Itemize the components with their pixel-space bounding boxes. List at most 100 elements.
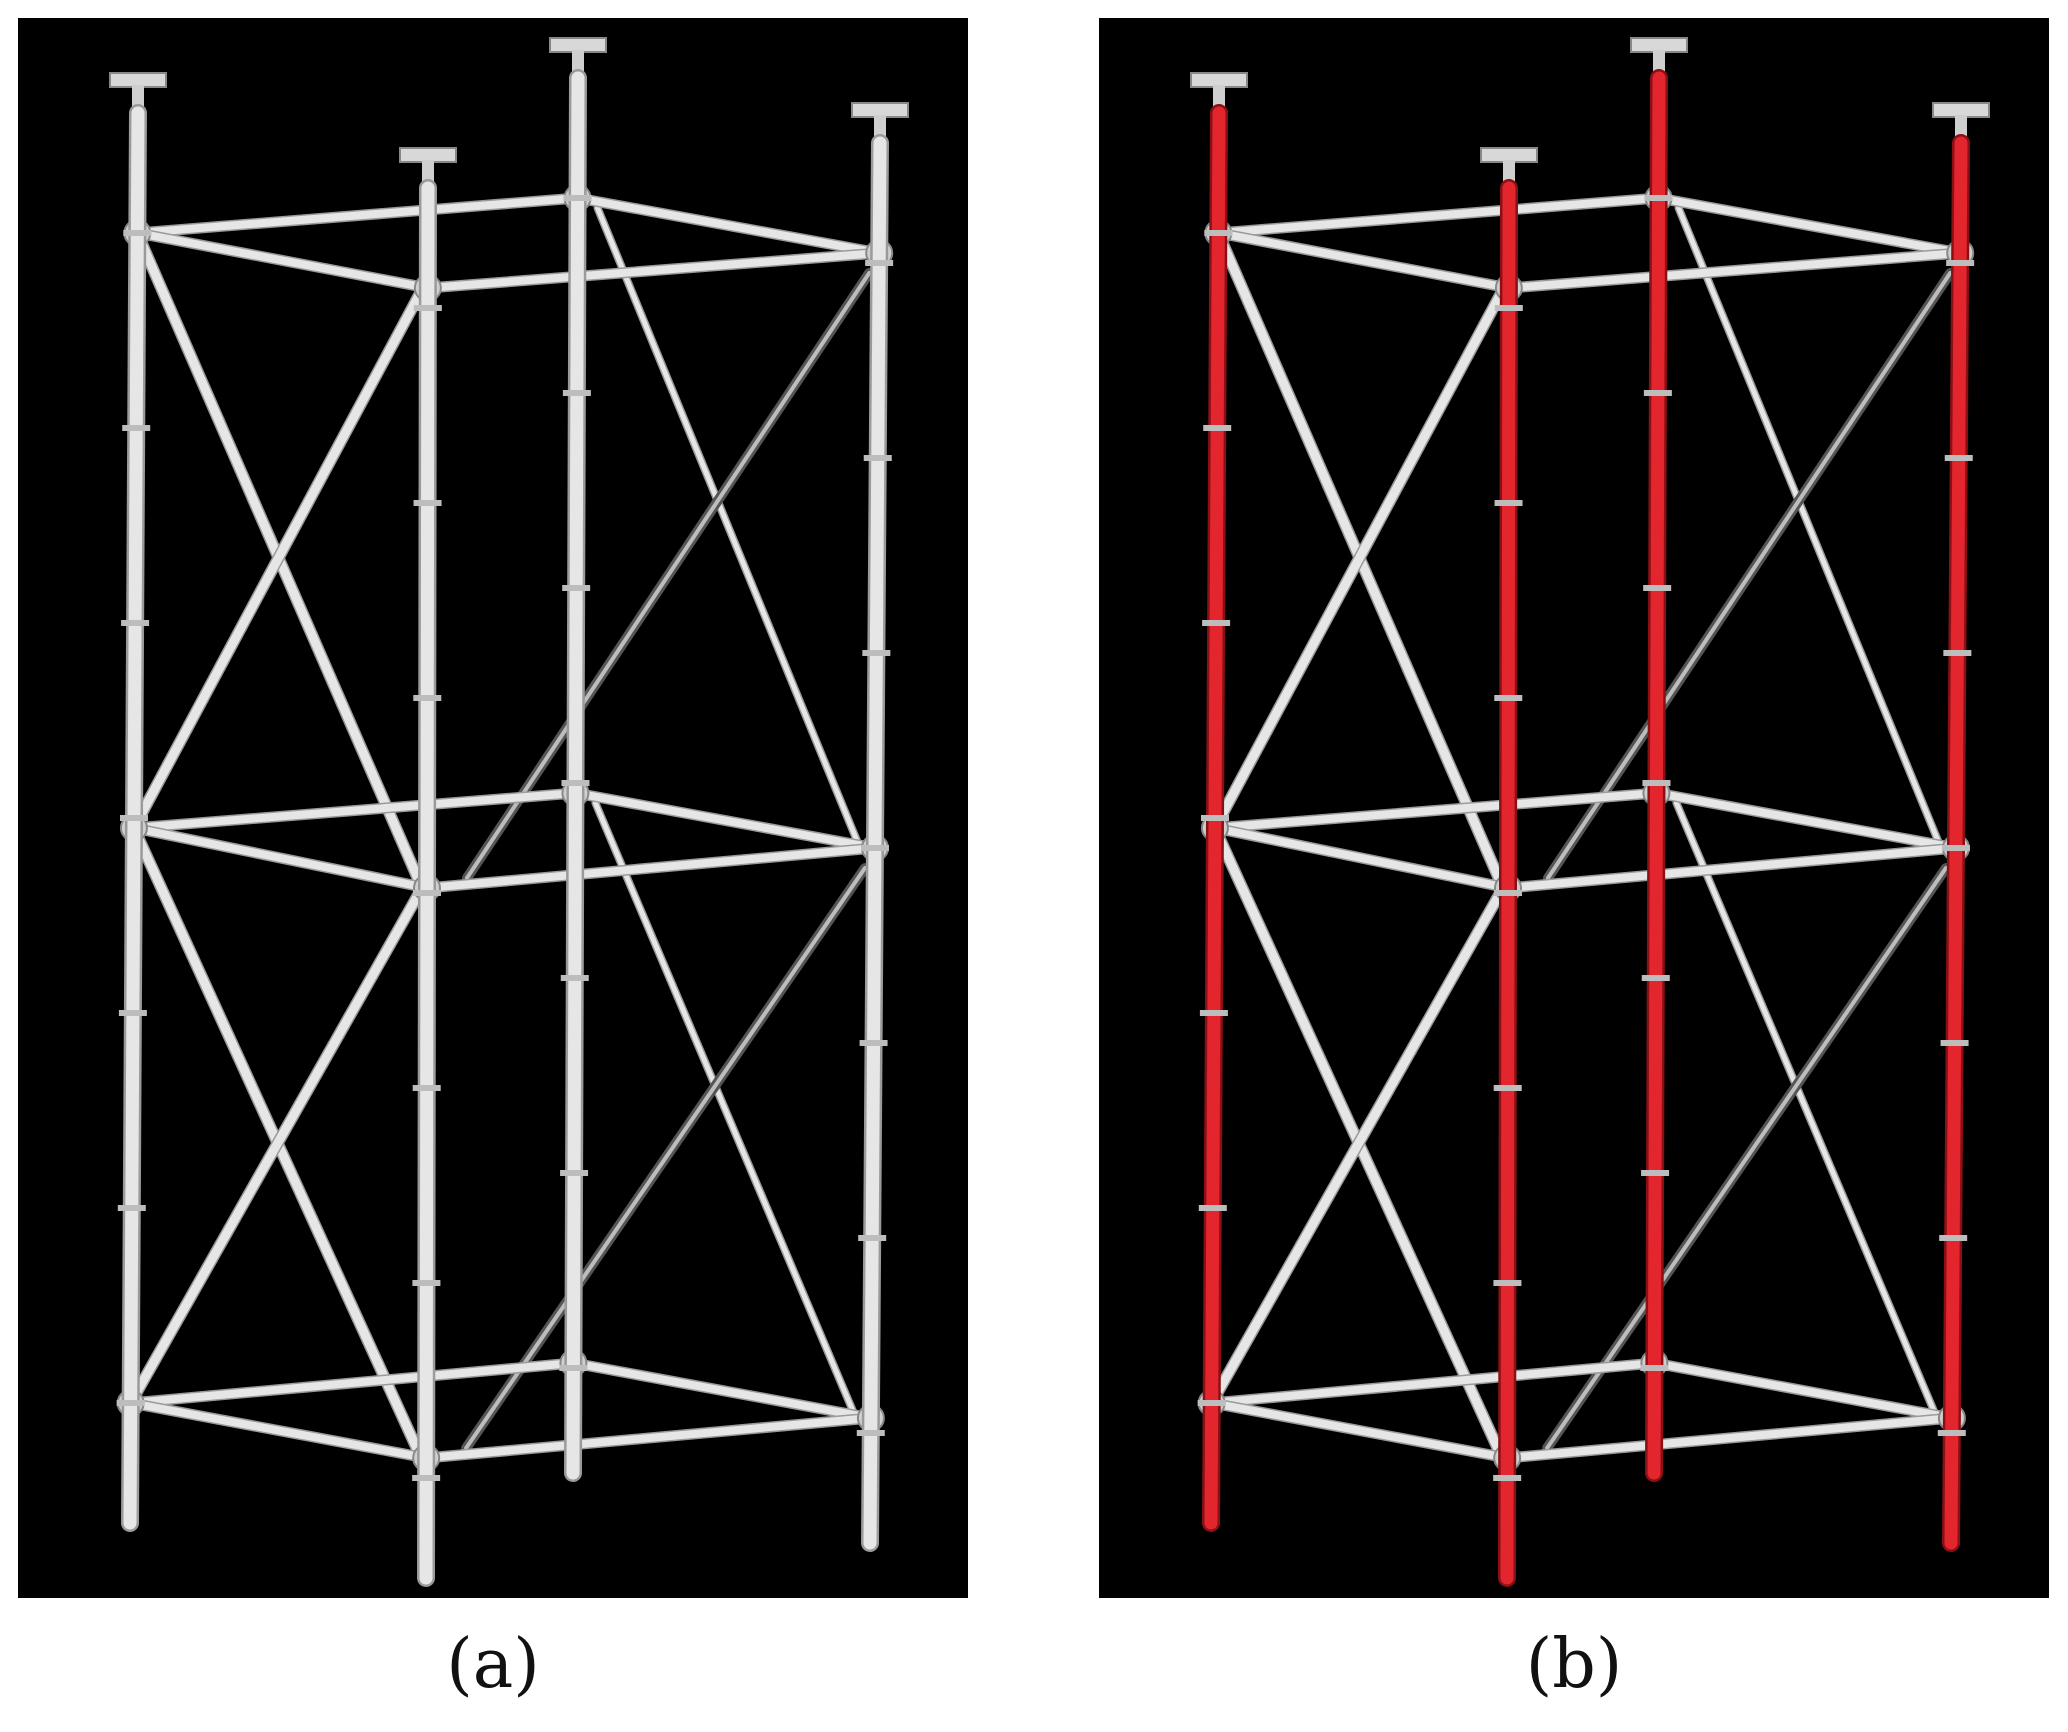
rosette [1201, 815, 1229, 821]
ledger [1210, 789, 1661, 832]
rosette [1641, 1170, 1670, 1176]
rosette [1197, 1400, 1226, 1406]
rosette [1642, 780, 1671, 786]
ledger [573, 194, 884, 257]
ledger [129, 824, 431, 892]
ledger [1503, 844, 1960, 892]
diagonal-brace-light [1545, 271, 1953, 880]
rosette [118, 1010, 147, 1016]
ledger [1214, 194, 1663, 237]
rosette [860, 845, 889, 851]
rosette [413, 305, 442, 311]
u-head-jack [1190, 72, 1248, 88]
ledger [1214, 229, 1513, 292]
rosette [562, 390, 591, 396]
diagonal-brace-light [464, 271, 872, 880]
rosette [1943, 650, 1972, 656]
rosette [116, 1400, 145, 1406]
rosette [1640, 1365, 1669, 1371]
ledger [1652, 789, 1960, 852]
rosette [1644, 195, 1673, 201]
scaffold-image-b [1099, 18, 2049, 1598]
rosette [1202, 620, 1231, 626]
diagonal-brace [592, 800, 859, 1421]
u-head-jack [109, 72, 167, 88]
caption-a: (a) [446, 1625, 540, 1704]
rosette [862, 650, 891, 656]
ledger [1210, 824, 1512, 892]
rosette [863, 455, 892, 461]
rosette [1493, 1280, 1522, 1286]
rosette [858, 1235, 887, 1241]
scaffold-frame [109, 37, 909, 1587]
ledger [422, 1414, 875, 1462]
rosette [859, 1040, 888, 1046]
diagonal-brace [1676, 205, 1944, 851]
rosette [1494, 305, 1523, 311]
ledger [1207, 1359, 1659, 1407]
rosette [561, 780, 590, 786]
rosette [121, 620, 150, 626]
rosette [1641, 975, 1670, 981]
u-head-jack [1480, 147, 1538, 163]
scaffold-tower-drawing-b [1190, 37, 1990, 1587]
rosette [1939, 1235, 1968, 1241]
scaffold-tower-drawing-a [109, 37, 909, 1587]
rosette [1940, 1040, 1969, 1046]
rosette [1198, 1205, 1227, 1211]
caption-b: (b) [1525, 1625, 1623, 1704]
rosette [123, 230, 152, 236]
rosette [1946, 260, 1975, 266]
rosette [1937, 1430, 1966, 1436]
standard [419, 181, 435, 1585]
ledger [1207, 1399, 1512, 1462]
rosette [856, 1430, 885, 1436]
rosette [562, 585, 591, 591]
standard [1647, 71, 1666, 1480]
rosette [560, 975, 589, 981]
u-head-jack [549, 37, 607, 53]
scaffold-image-a [18, 18, 968, 1598]
ledger [133, 194, 582, 237]
ledger [423, 249, 884, 292]
rosette [413, 695, 442, 701]
rosette [122, 425, 151, 431]
diagonal-brace-light [1545, 866, 1948, 1450]
u-head-jack [399, 147, 457, 163]
standard [863, 136, 887, 1550]
rosette [1493, 1085, 1522, 1091]
diagonal-brace [1673, 800, 1940, 1421]
ledger [1504, 249, 1965, 292]
rosette [1204, 230, 1233, 236]
diagonal-brace-light [464, 866, 867, 1450]
rosette [560, 1170, 589, 1176]
diagonal-brace [126, 883, 427, 1408]
scaffold-frame [1190, 37, 1990, 1587]
rosette [1643, 390, 1672, 396]
u-head-jack [1630, 37, 1688, 53]
rosette [1494, 500, 1523, 506]
diagonal-brace [129, 283, 428, 833]
rosette [865, 260, 894, 266]
rosette [412, 1475, 441, 1481]
standard [1944, 136, 1968, 1550]
standard [1500, 181, 1516, 1585]
rosette [412, 890, 441, 896]
rosette [1199, 1010, 1228, 1016]
ledger [126, 1359, 578, 1407]
rosette [1944, 455, 1973, 461]
rosette [1493, 1475, 1522, 1481]
ledger [1650, 1359, 1956, 1422]
diagonal-brace [595, 205, 863, 851]
ledger [422, 844, 879, 892]
diagonal-brace [1207, 883, 1508, 1408]
rosette [117, 1205, 146, 1211]
ledger [126, 1399, 431, 1462]
rosette [1494, 695, 1523, 701]
ledger [129, 789, 580, 832]
u-head-jack [1932, 102, 1990, 118]
ledger [1503, 1414, 1956, 1462]
rosette [120, 815, 148, 821]
rosette [559, 1365, 588, 1371]
diagonal-brace [1210, 283, 1509, 833]
